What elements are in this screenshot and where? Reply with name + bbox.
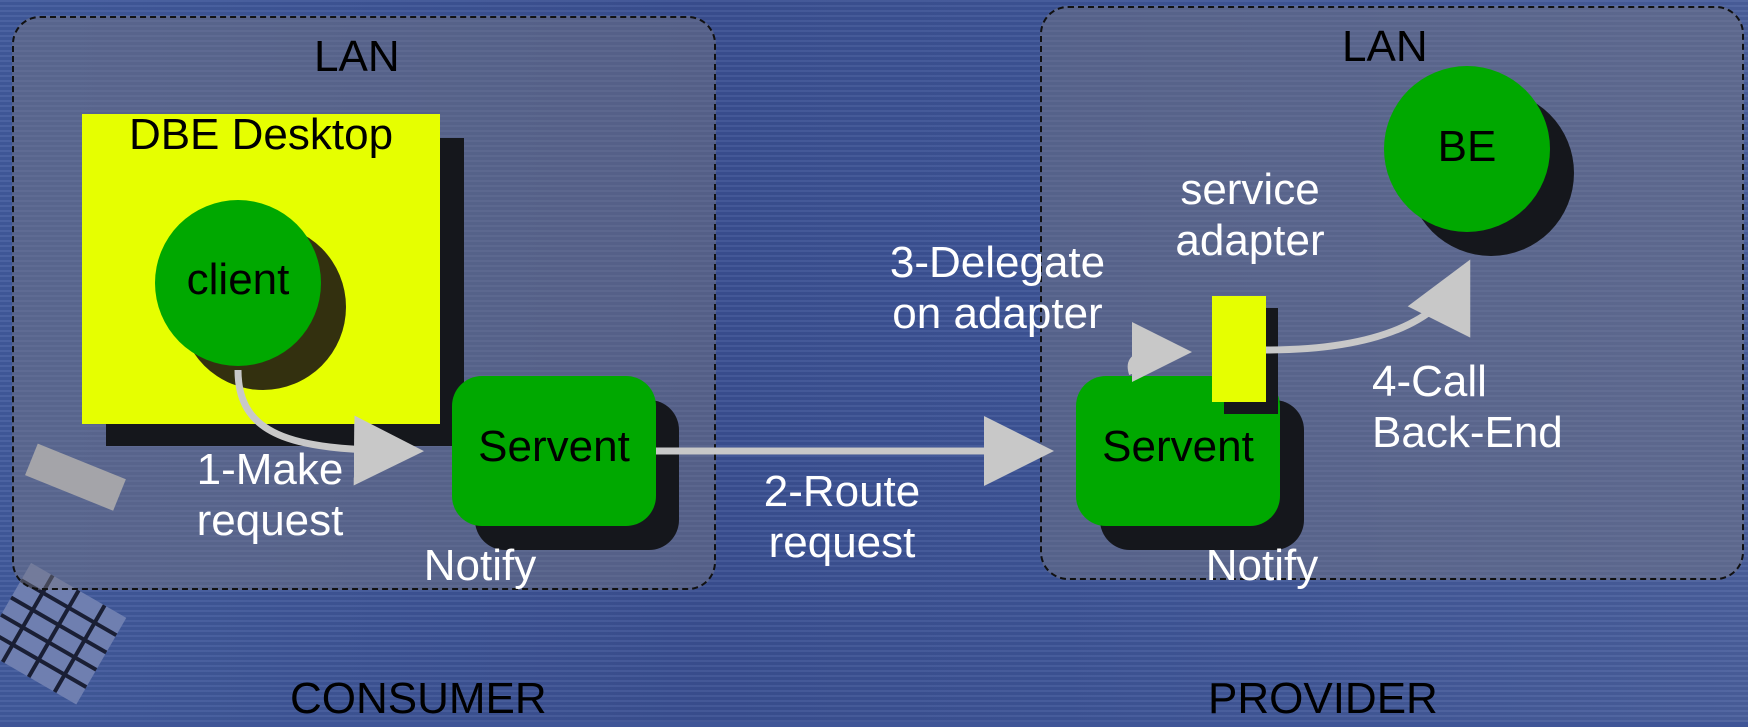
client-label: client (186, 255, 290, 304)
adapter-label-line2: adapter (1175, 216, 1325, 265)
step2-label: 2-Route request (742, 466, 942, 568)
step1-label: 1-Make request (170, 444, 370, 546)
provider-notify-label: Notify (1205, 541, 1319, 590)
adapter-label: service adapter (1150, 164, 1350, 266)
desktop-label: DBE Desktop (128, 110, 394, 159)
satellite-decoration (0, 440, 130, 722)
consumer-servent (452, 376, 656, 526)
step2-line2: request (768, 518, 916, 567)
be-node (1384, 66, 1550, 232)
consumer-section-label: CONSUMER (290, 674, 547, 723)
step4-line2: Back-End (1372, 408, 1563, 457)
arrow-delegate (1127, 322, 1192, 382)
service-adapter (1212, 296, 1266, 402)
step4-label: 4-Call Back-End (1372, 356, 1592, 458)
provider-section-label: PROVIDER (1208, 674, 1438, 723)
step3-line2: on adapter (892, 289, 1103, 338)
step3-label: 3-Delegate on adapter (860, 237, 1135, 339)
step3-line1: 3-Delegate (889, 238, 1106, 287)
step1-line1: 1-Make (196, 445, 344, 494)
step4-line1: 4-Call (1372, 357, 1487, 406)
arrow-make-request (234, 369, 424, 486)
provider-servent-label: Servent (1102, 422, 1254, 471)
arrow-call-backend (1265, 259, 1471, 354)
be-label: BE (1437, 122, 1497, 171)
adapter-label-line1: service (1180, 165, 1320, 214)
consumer-servent-label: Servent (478, 422, 630, 471)
provider-lan-title: LAN (1342, 22, 1428, 71)
step1-line2: request (196, 496, 344, 545)
consumer-notify-label: Notify (423, 541, 537, 590)
client-node (155, 200, 321, 366)
consumer-lan-title: LAN (314, 32, 400, 81)
step2-line1: 2-Route (763, 467, 921, 516)
